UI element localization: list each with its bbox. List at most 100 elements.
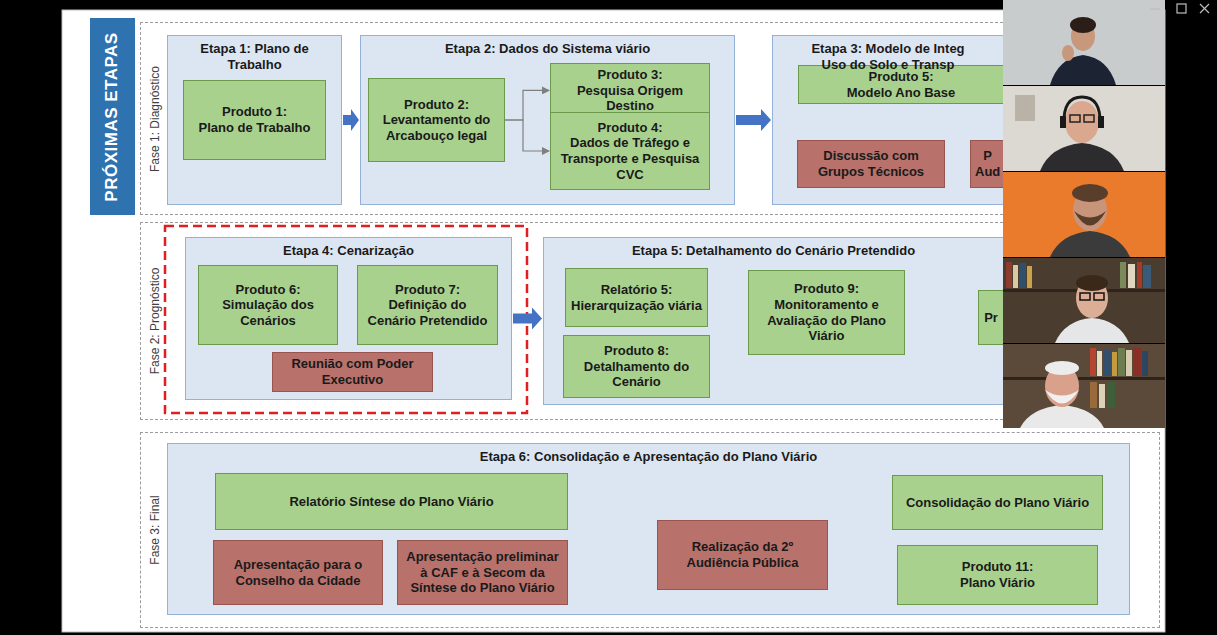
stage-box: Etapa 4: CenarizaçãoProduto 6:Simulação …: [185, 237, 512, 400]
video-pane: [1003, 258, 1165, 343]
meeting-box: Apresentação para o Conselho da Cidade: [213, 540, 383, 605]
book: [1019, 263, 1026, 288]
stage-title: Etapa 1: Plano de Trabalho: [185, 41, 325, 72]
product-box: Produto 4:Dados de Tráfego e Transporte …: [550, 112, 710, 190]
box-text: Definição do Cenário Pretendido: [363, 297, 492, 328]
person-hair: [1070, 17, 1096, 33]
book: [1006, 262, 1012, 288]
meeting-box: Realização da 2º Audiência Pública: [657, 520, 828, 590]
pane-divider: [1003, 257, 1165, 258]
product-box: Produto 2:Levantamento do Arcabouço lega…: [368, 78, 505, 162]
box-text: Detalhamento do Cenário: [569, 359, 704, 390]
highlight-frame: [165, 226, 527, 413]
meeting-box: P Aud: [970, 140, 1003, 188]
stage-box: Etapa 2: Dados do Sistema viárioProduto …: [360, 35, 735, 205]
product-title: Relatório 5:: [601, 282, 673, 298]
pane-divider: [1003, 171, 1165, 172]
phase-box: Fase 1: Diagnóstico Etapa 1: Plano de Tra…: [140, 22, 1003, 215]
box-text: Plano Viário: [960, 575, 1035, 591]
stage-title: Etapa 4: Cenarização: [186, 243, 511, 259]
phase-box: Fase 3: Final Etapa 6: Consolidação e Apr…: [140, 432, 1160, 628]
box-text: P Aud: [975, 148, 1000, 179]
pane-divider: [1003, 343, 1165, 344]
person-body: [1050, 231, 1130, 257]
glasses: [1094, 293, 1104, 300]
slide-page: [62, 10, 1165, 632]
pane-divider: [1003, 85, 1165, 86]
product-title: Produto 8:: [604, 343, 669, 359]
shelf: [1003, 377, 1165, 380]
glasses: [1080, 293, 1090, 300]
headset: [1064, 97, 1100, 124]
product-box: Produto 6:Simulação dos Cenários: [198, 265, 338, 345]
product-title: Produto 1:: [222, 104, 287, 120]
person-body: [1040, 143, 1124, 171]
phase-label-wrap: Fase 2: Prognóstico: [148, 268, 162, 375]
video-strip: [1003, 0, 1165, 428]
phase-label: Fase 1: Diagnóstico: [148, 65, 162, 171]
wall-frame: [1015, 95, 1035, 121]
box-text: Pr: [984, 310, 998, 326]
close-icon: [1200, 4, 1209, 13]
headset-cup: [1060, 116, 1066, 128]
video-pane: [1003, 172, 1165, 257]
phase-label: Fase 3: Final: [148, 495, 162, 564]
phase-label-wrap: Fase 1: Diagnóstico: [148, 65, 162, 171]
book: [1013, 265, 1018, 288]
stage-box: Etapa 5: Detalhamento do Cenário Pretend…: [543, 237, 1003, 405]
stage-box: Etapa 3: Modelo de Integ Uso do Solo e T…: [772, 35, 1003, 205]
phase-label: Fase 2: Prognóstico: [148, 268, 162, 375]
glasses: [1070, 115, 1080, 122]
box-text: Simulação dos Cenários: [204, 297, 332, 328]
stage-title: Etapa 6: Consolidação e Apresentação do …: [168, 449, 1129, 465]
product-box: Consolidação do Plano Viário: [892, 475, 1103, 530]
video-thumbnails: [1003, 0, 1165, 428]
video-pane: [1003, 344, 1165, 428]
stage-title: Etapa 2: Dados do Sistema viário: [361, 41, 734, 57]
product-box: Produto 7:Definição do Cenário Pretendid…: [357, 265, 498, 345]
book: [1027, 266, 1032, 288]
person-hand: [1062, 45, 1074, 61]
book: [1120, 262, 1126, 288]
minimize-icon: [1150, 8, 1160, 9]
book: [1133, 348, 1141, 376]
book: [1118, 348, 1125, 376]
product-title: Produto 3:: [598, 67, 663, 83]
box-text: Apresentação para o Conselho da Cidade: [219, 557, 377, 588]
box-text: Dados de Tráfego e Transporte e Pesquisa…: [556, 135, 704, 182]
meeting-box: Discussão com Grupos Técnicos: [797, 140, 945, 188]
product-box: Produto 1:Plano de Trabalho: [183, 80, 326, 160]
product-title: Produto 6:: [236, 282, 301, 298]
product-title: Produto 7:: [395, 282, 460, 298]
product-box: Relatório 5:Hierarquização viária: [565, 268, 708, 327]
product-title: Produto 11:: [962, 559, 1034, 575]
product-box: Pr: [978, 290, 1003, 345]
product-box: Produto 9: Monitoramento e Avaliação do …: [748, 270, 905, 355]
video-pane: [1003, 0, 1165, 85]
meeting-box: Reunião com Poder Executivo: [272, 352, 433, 392]
meeting-box: Apresentação preliminar à CAF e à Secom …: [397, 540, 568, 605]
page-title: PRÓXIMAS ETAPAS: [102, 32, 122, 201]
maximize-icon: [1177, 4, 1186, 13]
book: [1103, 349, 1111, 376]
product-box: Relatório Síntese do Plano Viário: [215, 473, 568, 530]
book: [1090, 382, 1097, 408]
product-title: Produto 4:: [598, 120, 663, 136]
person-beard: [1045, 390, 1079, 404]
title-wrap: PRÓXIMAS ETAPAS: [102, 32, 122, 201]
headset-cup: [1098, 116, 1104, 128]
product-box: Produto 3:Pesquisa Origem Destino: [550, 63, 710, 118]
person-hair: [1072, 184, 1108, 202]
box-text: Modelo Ano Base: [847, 85, 956, 101]
window-controls: [1150, 4, 1209, 13]
box-text: Discussão com Grupos Técnicos: [803, 148, 939, 179]
box-text: Hierarquização viária: [571, 298, 702, 314]
book: [1142, 351, 1148, 376]
stage-title: Etapa 5: Detalhamento do Cenário Pretend…: [544, 243, 1003, 259]
block-arrow: [343, 109, 359, 131]
box-text: Produto 9: Monitoramento e Avaliação do …: [754, 281, 899, 343]
book: [1090, 348, 1096, 376]
phase-label-wrap: Fase 3: Final: [148, 495, 162, 564]
book: [1112, 352, 1117, 376]
box-text: Apresentação preliminar à CAF e à Secom …: [403, 549, 562, 596]
